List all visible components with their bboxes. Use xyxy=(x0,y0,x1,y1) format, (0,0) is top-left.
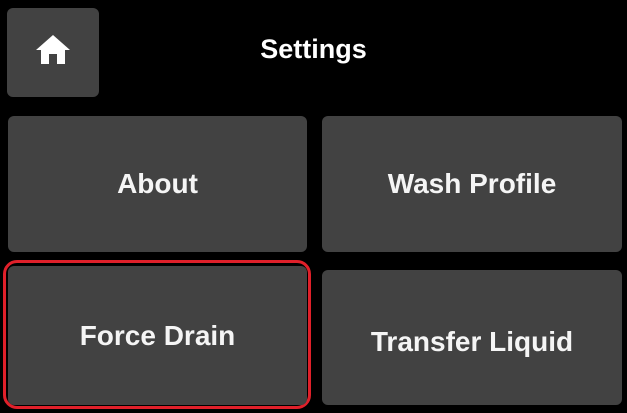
page-title: Settings xyxy=(260,34,367,64)
transfer-liquid-label: Transfer Liquid xyxy=(370,325,574,357)
force-drain-label: Force Drain xyxy=(79,319,236,351)
about-button[interactable]: About xyxy=(8,116,307,252)
home-icon xyxy=(35,33,71,72)
home-button[interactable] xyxy=(7,8,99,97)
about-label: About xyxy=(117,168,198,199)
force-drain-button[interactable]: Force Drain xyxy=(8,266,307,405)
wash-profile-label: Wash Profile xyxy=(387,168,557,199)
wash-profile-button[interactable]: Wash Profile xyxy=(322,116,622,252)
transfer-liquid-button[interactable]: Transfer Liquid xyxy=(322,270,622,405)
